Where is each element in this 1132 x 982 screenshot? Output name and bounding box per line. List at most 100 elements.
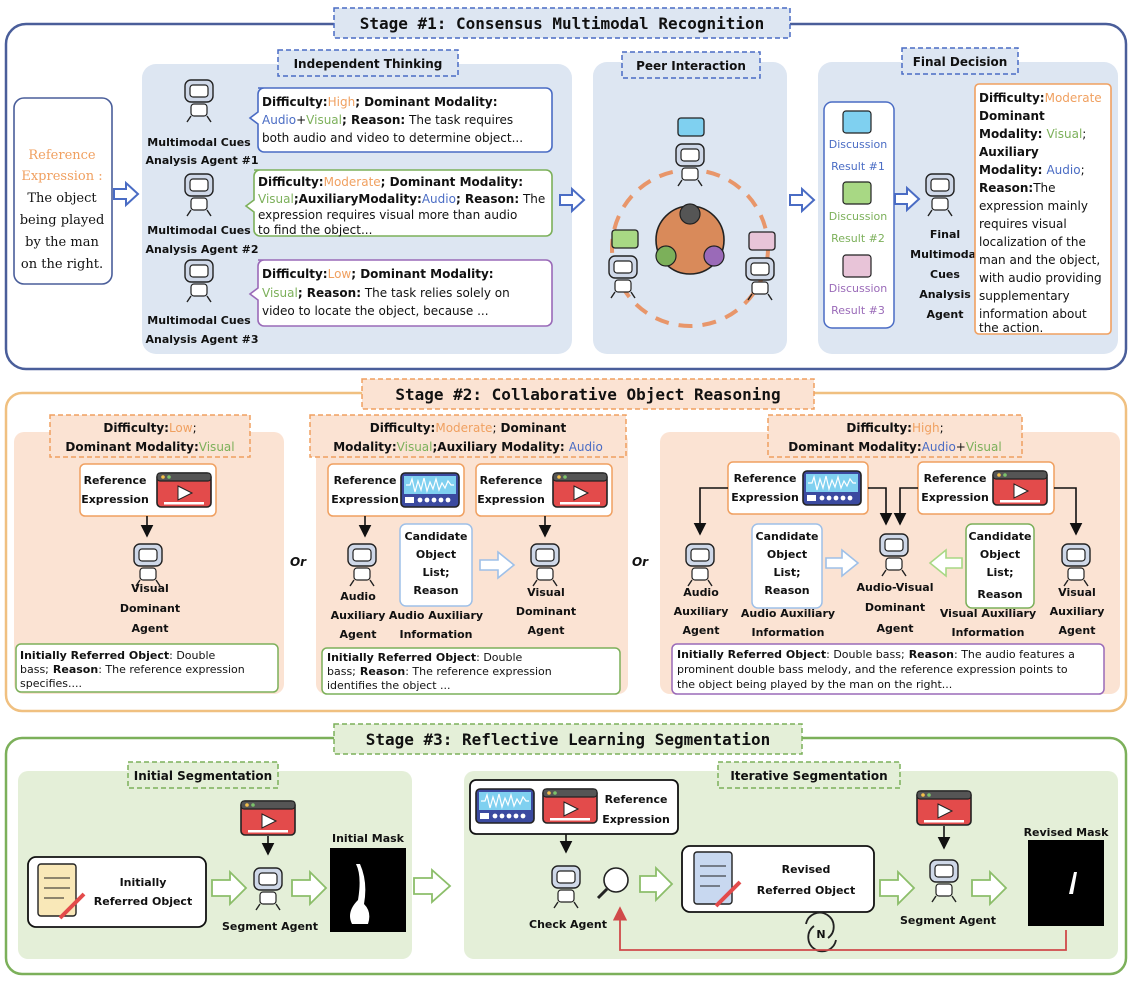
svg-text:Audio: Audio xyxy=(683,586,719,599)
svg-text:Multimodal: Multimodal xyxy=(910,248,980,261)
svg-text:Dominant Modality:Visual: Dominant Modality:Visual xyxy=(65,440,234,454)
magnifier-icon xyxy=(603,867,629,893)
svg-text:Reason:The: Reason:The xyxy=(979,181,1056,195)
svg-text:Reason: Reason xyxy=(764,584,809,597)
svg-text:Dominant Modality:Audio+Visual: Dominant Modality:Audio+Visual xyxy=(788,440,1001,454)
svg-text:Check Agent: Check Agent xyxy=(529,918,607,931)
video-icon xyxy=(240,800,296,836)
svg-text:Discussion: Discussion xyxy=(829,210,888,223)
initial-segmentation-title-box xyxy=(127,761,279,789)
svg-text:List;: List; xyxy=(987,566,1014,579)
discussion-result-2: Discussion Result #2 xyxy=(829,181,888,245)
svg-text:Dominant: Dominant xyxy=(516,605,576,618)
agent1-line3: both audio and video to determine object… xyxy=(262,131,523,145)
svg-text:Initial Mask: Initial Mask xyxy=(332,832,405,845)
agent2-line4: to find the object... xyxy=(258,223,372,237)
svg-text:prominent double bass melody,: prominent double bass melody, and the re… xyxy=(677,663,1068,676)
right-visual-candidate-box xyxy=(965,523,1035,609)
final-decision-title: Final Decision xyxy=(913,55,1008,69)
audio-icon xyxy=(475,788,535,824)
svg-text:Multimodal Cues: Multimodal Cues xyxy=(147,314,251,327)
svg-text:Initially Referred Object: Dou: Initially Referred Object: Double xyxy=(327,651,523,664)
final-decision-text-box xyxy=(974,83,1112,335)
svg-text:Information: Information xyxy=(952,626,1025,639)
middle-condition-box xyxy=(309,414,627,458)
svg-text:Expression: Expression xyxy=(81,493,149,506)
peer-agent-right xyxy=(745,231,776,301)
stage3-title-box xyxy=(333,723,803,755)
arrow-icon xyxy=(291,869,328,907)
arrow-icon xyxy=(825,548,860,578)
arrow-icon xyxy=(971,869,1008,907)
chat-icon xyxy=(842,110,872,134)
svg-text:Difficulty:Low;: Difficulty:Low; xyxy=(103,421,196,435)
reference-label: Reference xyxy=(28,148,96,163)
arrow-icon xyxy=(413,867,452,905)
reference-expression-box xyxy=(13,97,113,285)
arrow-icon xyxy=(479,550,516,580)
left-condition-box xyxy=(49,414,251,458)
svg-text:localization of the: localization of the xyxy=(979,235,1086,249)
svg-text:man and the object,: man and the object, xyxy=(979,253,1100,267)
svg-text:Audio-Visual: Audio-Visual xyxy=(857,581,934,594)
stage2-title: Stage #2: Collaborative Object Reasoning xyxy=(395,385,780,404)
svg-text:Multimodal Cues: Multimodal Cues xyxy=(147,224,251,237)
svg-text:Expression: Expression xyxy=(477,493,545,506)
svg-text:Dominant: Dominant xyxy=(865,601,925,614)
agent1-bubble xyxy=(248,87,553,153)
right-audio-candidate-box xyxy=(751,523,823,609)
svg-text:Segment Agent: Segment Agent xyxy=(222,920,318,933)
final-decision-text: Difficulty:Moderate Dominant Modality:Vi… xyxy=(979,91,1102,335)
svg-text:identifies the object ...: identifies the object ... xyxy=(327,679,451,692)
or-label: Or xyxy=(290,555,307,569)
svg-text:Visual Auxiliary: Visual Auxiliary xyxy=(940,607,1036,620)
revised-mask-image xyxy=(1028,840,1104,926)
svg-text:expression mainly: expression mainly xyxy=(979,199,1088,213)
reference-line-1: The object xyxy=(27,191,97,206)
middle-candidate-box xyxy=(399,523,473,607)
analysis-agent-1: Multimodal Cues Analysis Agent #1 xyxy=(145,79,259,167)
svg-text:Auxiliary: Auxiliary xyxy=(979,145,1039,159)
svg-text:Dominant: Dominant xyxy=(979,109,1045,123)
svg-text:Agent: Agent xyxy=(1059,624,1096,637)
agent2-bubble xyxy=(244,169,553,237)
svg-text:Audio Auxiliary: Audio Auxiliary xyxy=(389,609,483,622)
document-icon xyxy=(37,863,86,920)
svg-text:Difficulty:Moderate;Dominant: Difficulty:Moderate;Dominant xyxy=(370,421,567,435)
final-agent: Final Multimodal Cues Analysis Agent xyxy=(910,173,980,321)
svg-text:Referred Object: Referred Object xyxy=(757,884,855,897)
right-output-box xyxy=(671,643,1105,695)
svg-text:Agent: Agent xyxy=(877,622,914,635)
svg-text:Multimodal Cues: Multimodal Cues xyxy=(147,136,251,149)
reference-line-3: by the man xyxy=(25,235,99,250)
svg-text:Candidate: Candidate xyxy=(405,530,468,543)
agent3-line1: Difficulty:Low; Dominant Modality: xyxy=(262,267,494,281)
svg-text:Visual: Visual xyxy=(131,582,169,595)
agent3-line2: Visual; Reason: The task relies solely o… xyxy=(262,286,510,300)
svg-text:Candidate: Candidate xyxy=(969,530,1032,543)
peer-interaction-title: Peer Interaction xyxy=(636,59,746,73)
svg-text:Final: Final xyxy=(930,228,960,241)
left-output-box xyxy=(15,643,279,693)
svg-text:with audio providing: with audio providing xyxy=(979,271,1102,285)
audio-icon xyxy=(802,470,862,506)
svg-text:List;: List; xyxy=(774,566,801,579)
svg-text:Analysis Agent #2: Analysis Agent #2 xyxy=(145,243,258,256)
svg-text:Expression: Expression xyxy=(331,493,399,506)
svg-text:Modality:Visual;Auxiliary Moda: Modality:Visual;Auxiliary Modality:Audio xyxy=(333,440,603,454)
agent2-line2: Visual;AuxiliaryModality:Audio; Reason: … xyxy=(258,192,545,206)
initial-segmentation-title: Initial Segmentation xyxy=(134,769,272,783)
svg-text:Revised: Revised xyxy=(782,863,831,876)
svg-text:Expression: Expression xyxy=(731,491,799,504)
svg-text:Audio: Audio xyxy=(340,590,376,603)
svg-text:Result #2: Result #2 xyxy=(831,232,885,245)
independent-thinking-title: Independent Thinking xyxy=(294,57,443,71)
svg-text:Audio Auxiliary: Audio Auxiliary xyxy=(741,607,835,620)
svg-text:supplementary: supplementary xyxy=(979,289,1070,303)
audio-icon xyxy=(400,472,460,508)
right-condition-box xyxy=(767,414,1023,458)
svg-text:information about: information about xyxy=(979,307,1087,321)
arrow-icon xyxy=(928,548,963,578)
stage1-title-box xyxy=(333,7,791,39)
svg-text:Visual: Visual xyxy=(1058,586,1096,599)
